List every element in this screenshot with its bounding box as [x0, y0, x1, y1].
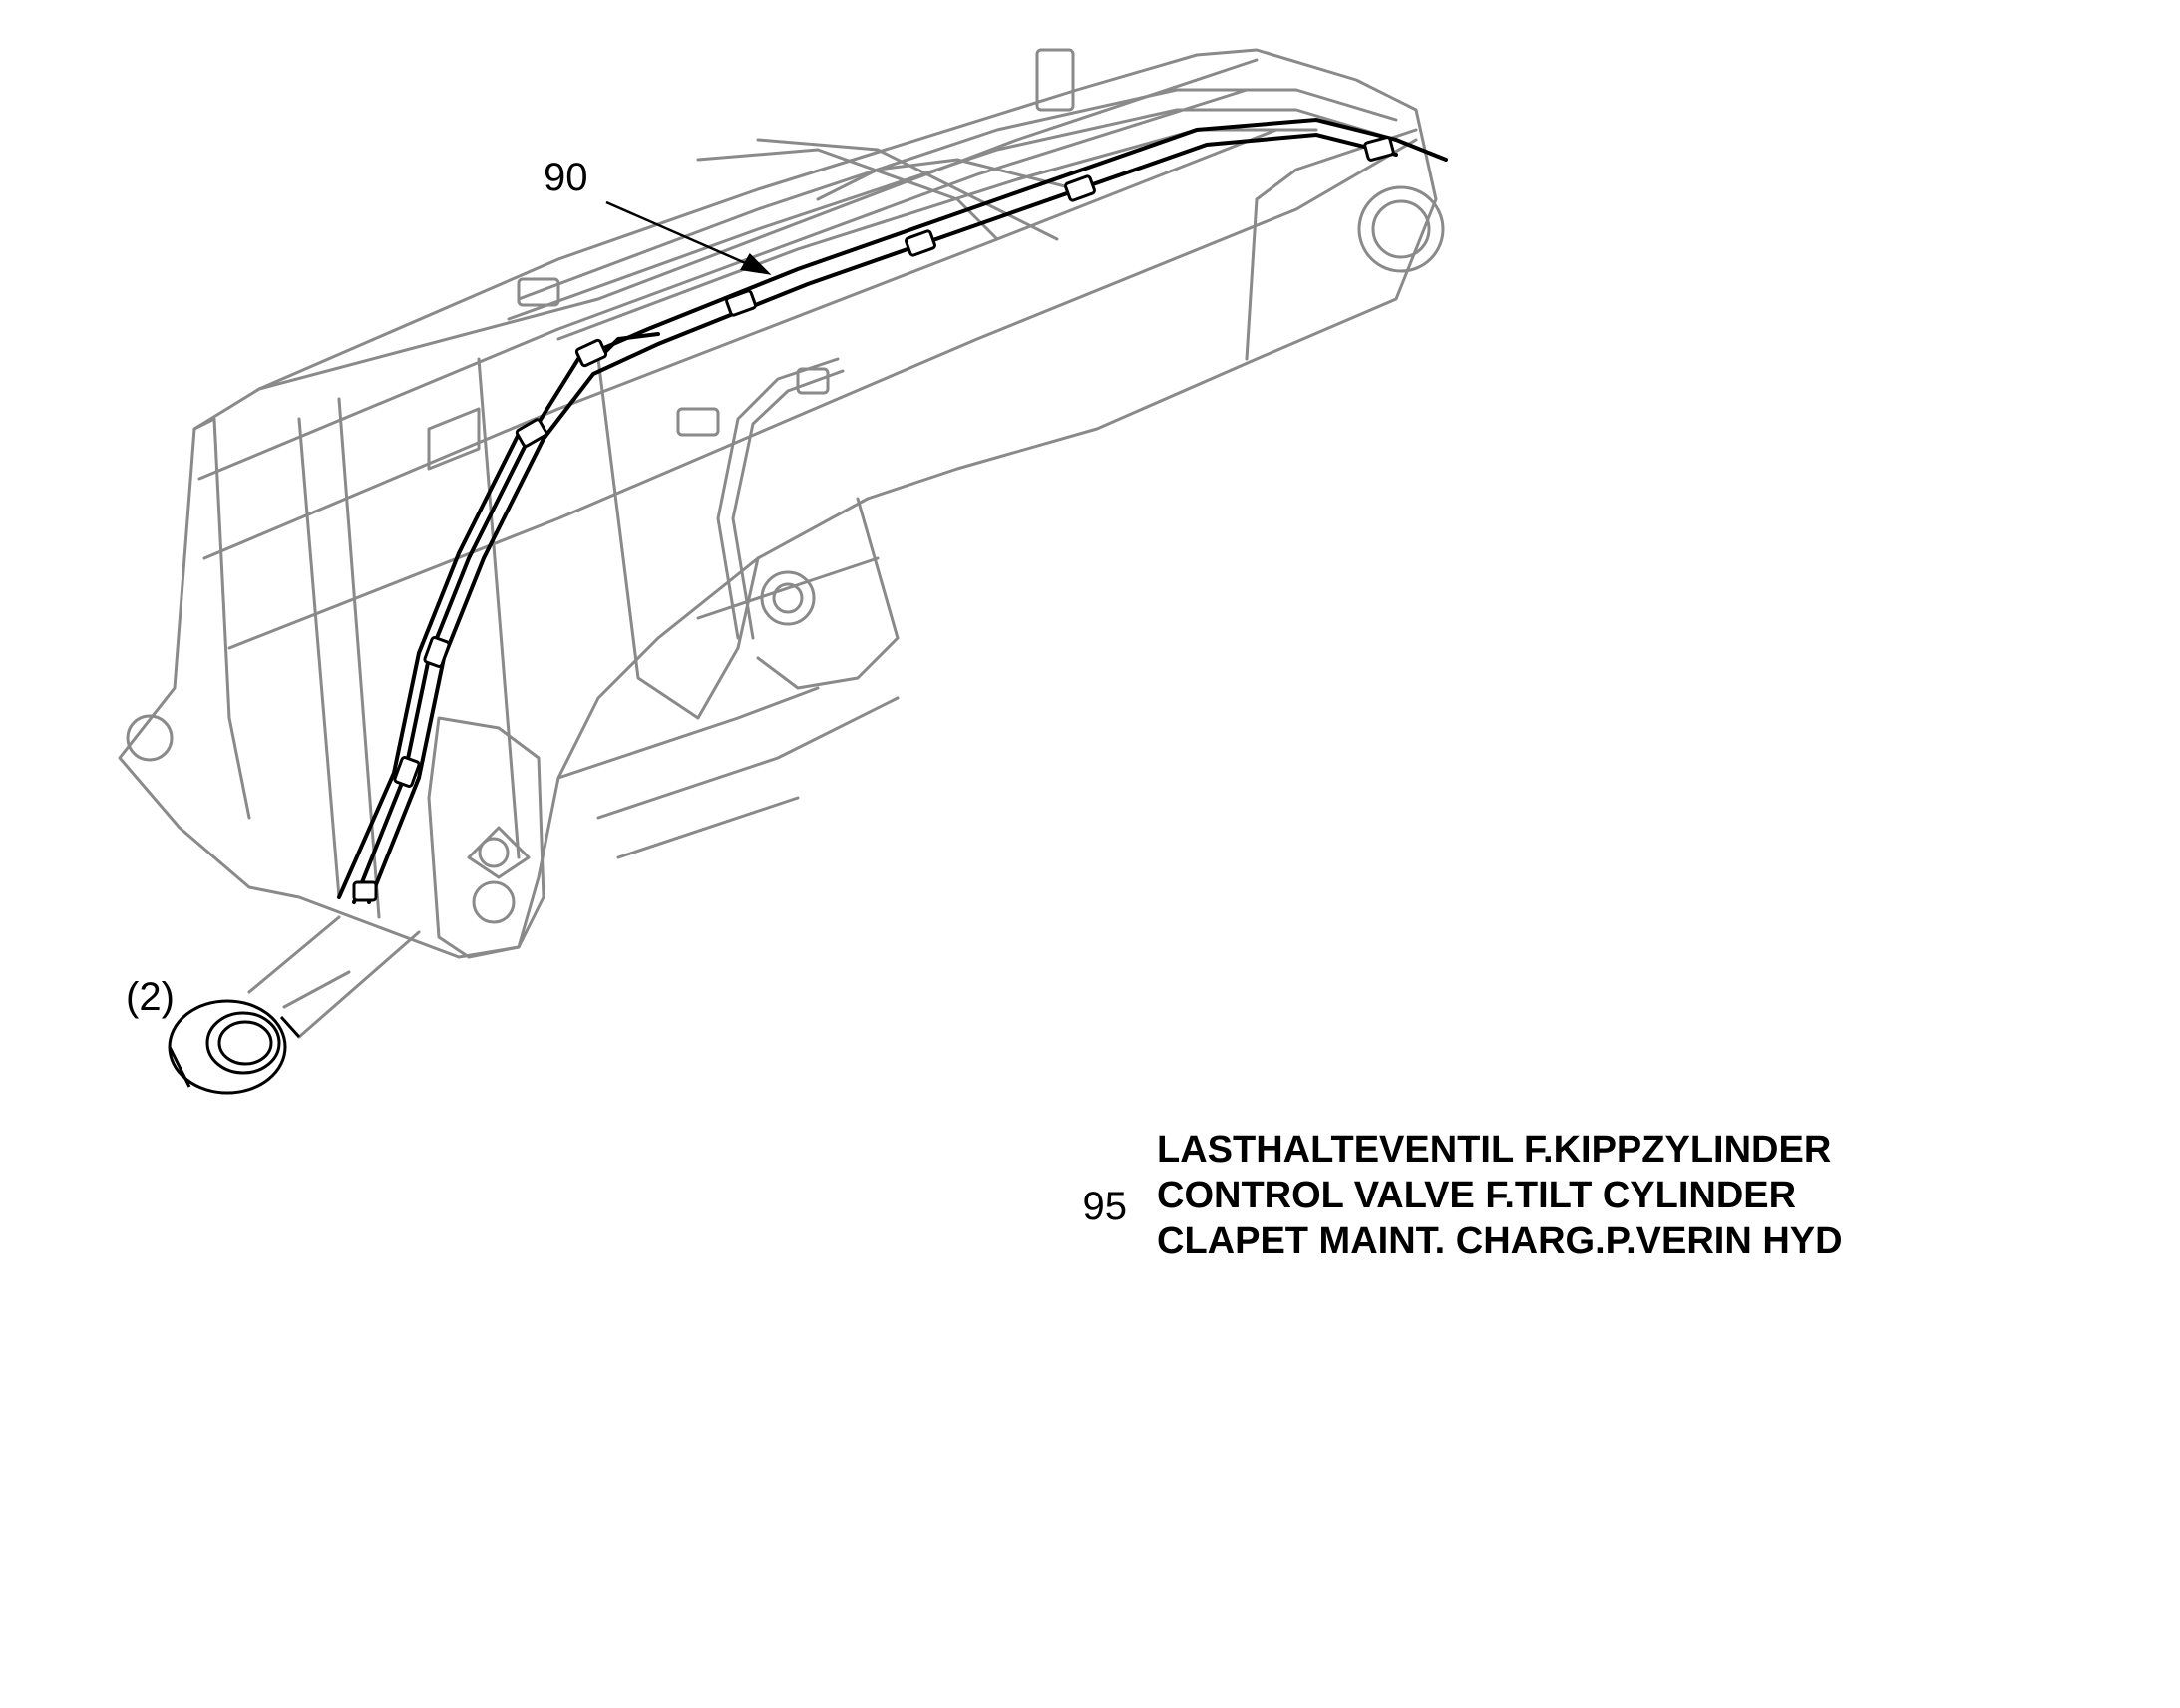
cylinder-eye-2 — [168, 999, 301, 1095]
leader-90 — [605, 200, 772, 275]
legend-item-number: 95 — [1082, 1185, 1128, 1228]
legend-line-english: CONTROL VALVE F.TILT CYLINDER — [1157, 1175, 1797, 1216]
hose-90-inner — [367, 132, 1398, 904]
boom-body — [118, 48, 1438, 959]
legend-descriptions: LASTHALTEVENTIL F.KIPPZYLINDER CONTROL V… — [1157, 1127, 1843, 1264]
legend-line-french: CLAPET MAINT. CHARG.P.VERIN HYD — [1157, 1220, 1843, 1262]
legend-line-german: LASTHALTEVENTIL F.KIPPZYLINDER — [1157, 1129, 1832, 1171]
callout-2: (2) — [126, 975, 175, 1019]
hose-90-outer — [352, 117, 1448, 904]
callout-90: 90 — [544, 156, 588, 199]
